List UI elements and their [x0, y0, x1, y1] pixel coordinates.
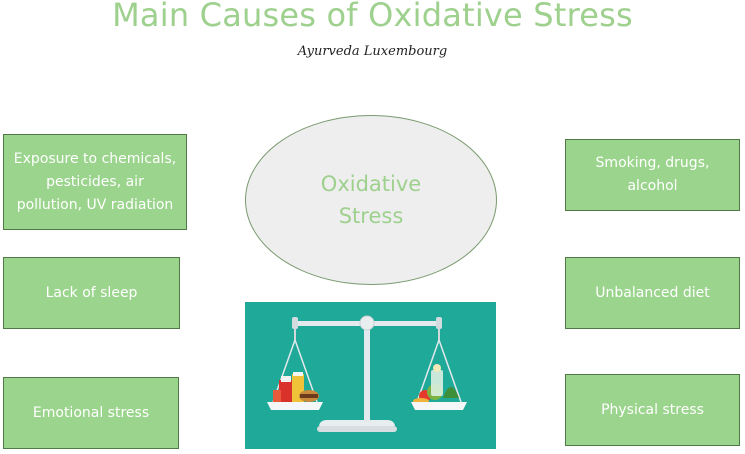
cause-line: alcohol: [627, 178, 678, 194]
cause-box-physical-stress: Physical stress: [565, 374, 740, 446]
cause-box-lack-of-sleep: Lack of sleep: [3, 257, 180, 329]
cause-line: pesticides, air: [46, 173, 144, 190]
cause-label: Lack of sleep: [45, 284, 138, 301]
cause-label: Physical stress: [601, 401, 704, 418]
cause-line: Smoking, drugs,: [595, 155, 710, 171]
oxidative-stress-ellipse: Oxidative Stress: [245, 115, 497, 285]
cause-line: Exposure to chemicals,: [13, 150, 177, 167]
cause-box-unbalanced-diet: Unbalanced diet: [565, 257, 740, 329]
diagram-subtitle: Ayurveda Luxembourg: [297, 44, 448, 59]
balance-scale-icon: [267, 315, 467, 432]
center-line: Oxidative: [320, 172, 422, 196]
cause-label: Unbalanced diet: [595, 284, 710, 301]
cause-box-chemicals: Exposure to chemicals, pesticides, air p…: [3, 134, 187, 230]
cause-line: pollution, UV radiation: [16, 196, 174, 213]
cause-label: Emotional stress: [32, 404, 150, 421]
cause-box-emotional-stress: Emotional stress: [3, 377, 179, 449]
balance-scale-illustration: [245, 302, 496, 449]
center-line: Stress: [338, 204, 404, 228]
diagram-title: Main Causes of Oxidative Stress: [112, 0, 633, 34]
cause-box-smoking: Smoking, drugs, alcohol: [565, 139, 740, 211]
